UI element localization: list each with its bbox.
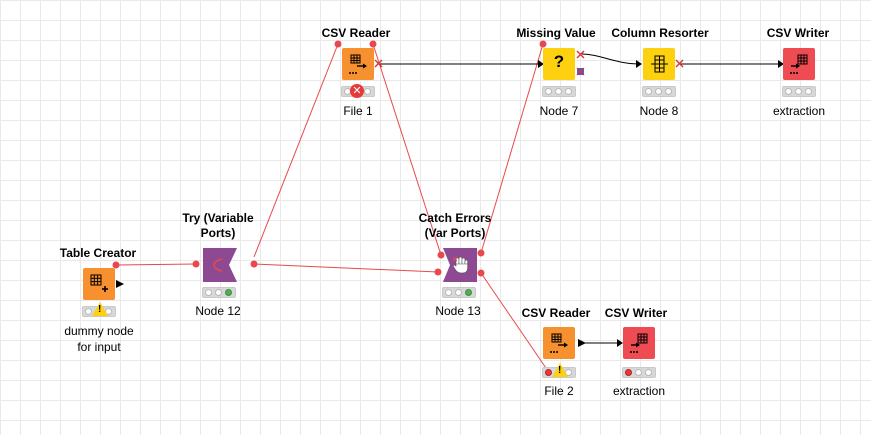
- data-connection[interactable]: [581, 53, 641, 65]
- table-plus-icon: [90, 274, 108, 292]
- node-label-table-creator-line1[interactable]: dummy node: [64, 324, 134, 338]
- node-label-table-creator-line2[interactable]: for input: [77, 340, 121, 354]
- node-label-try[interactable]: Node 12: [195, 304, 241, 318]
- flow-var-connection[interactable]: [480, 272, 549, 372]
- flow-var-connection[interactable]: [253, 263, 439, 273]
- output-port-arrow[interactable]: [578, 339, 586, 347]
- node-missing-value[interactable]: ?: [543, 48, 575, 80]
- catch-hand-icon: [452, 256, 468, 274]
- node-title-csv-reader-1: CSV Reader: [321, 26, 391, 40]
- flow-var-port[interactable]: [539, 40, 547, 48]
- flow-var-port[interactable]: [437, 251, 445, 259]
- node-label-csv-writer-1[interactable]: extraction: [772, 104, 826, 118]
- flow-var-connection[interactable]: [372, 43, 442, 256]
- status-indicator: [442, 287, 476, 298]
- flow-var-port[interactable]: [477, 249, 485, 257]
- input-port-arrow[interactable]: [617, 339, 623, 347]
- input-port-arrow[interactable]: [538, 60, 544, 68]
- node-table-creator[interactable]: [83, 268, 115, 300]
- table-export-icon: [630, 333, 648, 353]
- node-catch-errors[interactable]: [443, 248, 477, 282]
- table-export-icon: [790, 54, 808, 74]
- node-title-csv-writer-2: CSV Writer: [604, 306, 668, 320]
- try-bracket-icon: [213, 258, 223, 272]
- node-label-csv-reader-1[interactable]: File 1: [343, 104, 373, 118]
- flow-var-port[interactable]: [112, 261, 120, 269]
- node-title-csv-reader-2: CSV Reader: [521, 306, 591, 320]
- node-label-missing-value[interactable]: Node 7: [539, 104, 579, 118]
- status-indicator: [542, 86, 576, 97]
- flow-var-port[interactable]: [192, 260, 200, 268]
- inactive-port-icon[interactable]: [374, 50, 684, 68]
- node-label-column-resorter[interactable]: Node 8: [639, 104, 679, 118]
- question-mark-icon: ?: [553, 52, 565, 71]
- warning-exclamation-icon: !: [92, 302, 108, 316]
- table-arrow-icon: [550, 333, 568, 353]
- input-port-arrow[interactable]: [636, 60, 642, 68]
- flow-var-port[interactable]: [477, 269, 485, 277]
- warning-exclamation-icon: !: [552, 363, 568, 377]
- flow-var-connection[interactable]: [480, 43, 544, 254]
- status-indicator: [622, 367, 656, 378]
- node-title-try-line1: Try (Variable: [182, 211, 254, 225]
- status-indicator: [642, 86, 676, 97]
- node-title-csv-writer-1: CSV Writer: [766, 26, 830, 40]
- output-port-arrow[interactable]: [116, 280, 124, 288]
- error-x-icon: ✕: [350, 84, 364, 98]
- flow-var-connection[interactable]: [115, 263, 197, 266]
- node-csv-writer-2[interactable]: [623, 327, 655, 359]
- node-title-catch-line2: (Var Ports): [424, 226, 486, 240]
- table-arrow-icon: [349, 54, 367, 74]
- flow-var-connection[interactable]: [253, 43, 339, 258]
- flow-var-port[interactable]: [250, 260, 258, 268]
- node-label-csv-writer-2[interactable]: extraction: [612, 384, 666, 398]
- node-try[interactable]: [203, 248, 237, 282]
- node-title-missing-value: Missing Value: [516, 26, 596, 40]
- flow-var-port[interactable]: [334, 40, 342, 48]
- node-title-column-resorter: Column Resorter: [611, 26, 709, 40]
- status-indicator: [202, 287, 236, 298]
- node-column-resorter[interactable]: [643, 48, 675, 80]
- node-label-catch-errors[interactable]: Node 13: [435, 304, 481, 318]
- node-csv-reader-1[interactable]: [342, 48, 374, 80]
- node-csv-writer-1[interactable]: [783, 48, 815, 80]
- node-csv-reader-2[interactable]: [543, 327, 575, 359]
- node-title-catch-line1: Catch Errors: [418, 211, 492, 225]
- node-title-table-creator: Table Creator: [59, 246, 137, 260]
- input-port-arrow[interactable]: [778, 60, 784, 68]
- column-shift-icon: [651, 55, 668, 73]
- flow-var-port[interactable]: [369, 40, 377, 48]
- status-indicator: [782, 86, 816, 97]
- flow-var-port[interactable]: [434, 268, 442, 276]
- node-label-csv-reader-2[interactable]: File 2: [544, 384, 574, 398]
- node-title-try-line2: Ports): [200, 226, 236, 240]
